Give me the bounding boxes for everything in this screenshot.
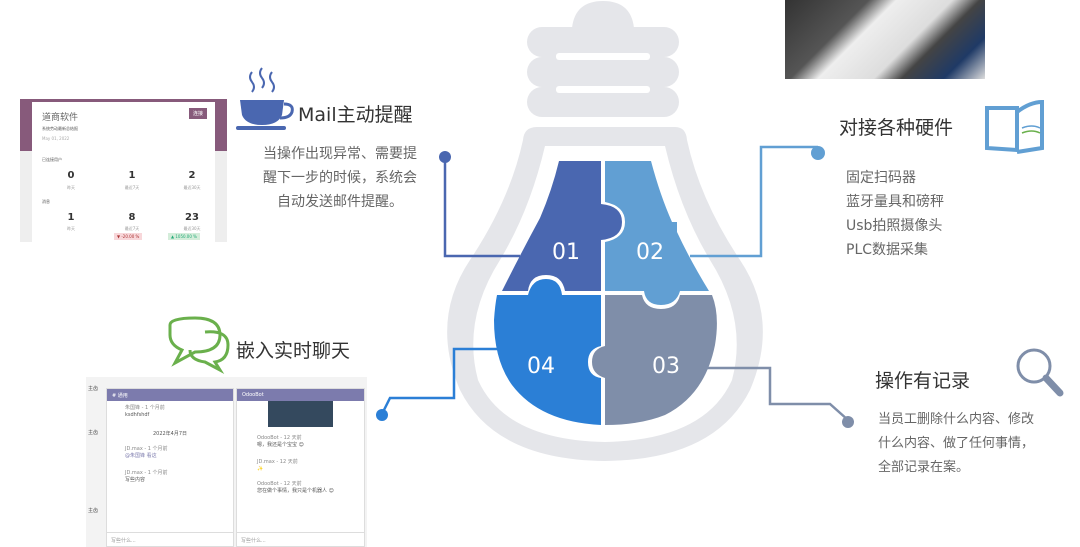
coffee-cup-icon — [236, 67, 294, 130]
dashboard-screenshot: 道商软件 连接 系统劳动最新总结报 May 01, 2022 已连接用户 0 1… — [20, 99, 227, 242]
log-description: 当员工删除什么内容、修改什么内容、做了任何事情，全部记录在案。 — [878, 412, 1035, 475]
mail-title: Mail主动提醒 — [298, 104, 413, 126]
magnifier-icon — [1016, 348, 1064, 397]
connector-01 — [443, 157, 520, 258]
hardware-title: 对接各种硬件 — [839, 117, 954, 139]
piece-03 — [592, 295, 717, 425]
label-03: 03 — [652, 354, 680, 379]
log-title: 操作有记录 — [875, 370, 971, 392]
label-04: 04 — [527, 354, 555, 379]
connect-button: 连接 — [188, 108, 207, 119]
piece-01 — [502, 161, 622, 291]
message-input[interactable]: 写些什么... — [107, 532, 233, 546]
piece-04 — [494, 279, 601, 425]
label-02: 02 — [636, 240, 664, 265]
mail-description: 当操作出现异常、需要提醒下一步的时候，系统会自动发送邮件提醒。 — [263, 146, 417, 210]
book-icon — [985, 99, 1044, 154]
connector-03 — [705, 366, 849, 421]
connector-02 — [690, 145, 818, 258]
chat-window-odoobot: OdooBot OdooBot - 12 天前嗯，我还是个宝宝 😊 JD.max… — [236, 388, 365, 547]
chat-bubbles-icon — [168, 316, 230, 374]
hardware-photo — [785, 0, 985, 79]
connector-04 — [380, 347, 499, 415]
message-input[interactable]: 写些什么... — [237, 532, 364, 546]
piece-02 — [605, 161, 709, 305]
label-01: 01 — [552, 240, 580, 265]
chat-title: 嵌入实时聊天 — [236, 340, 351, 362]
